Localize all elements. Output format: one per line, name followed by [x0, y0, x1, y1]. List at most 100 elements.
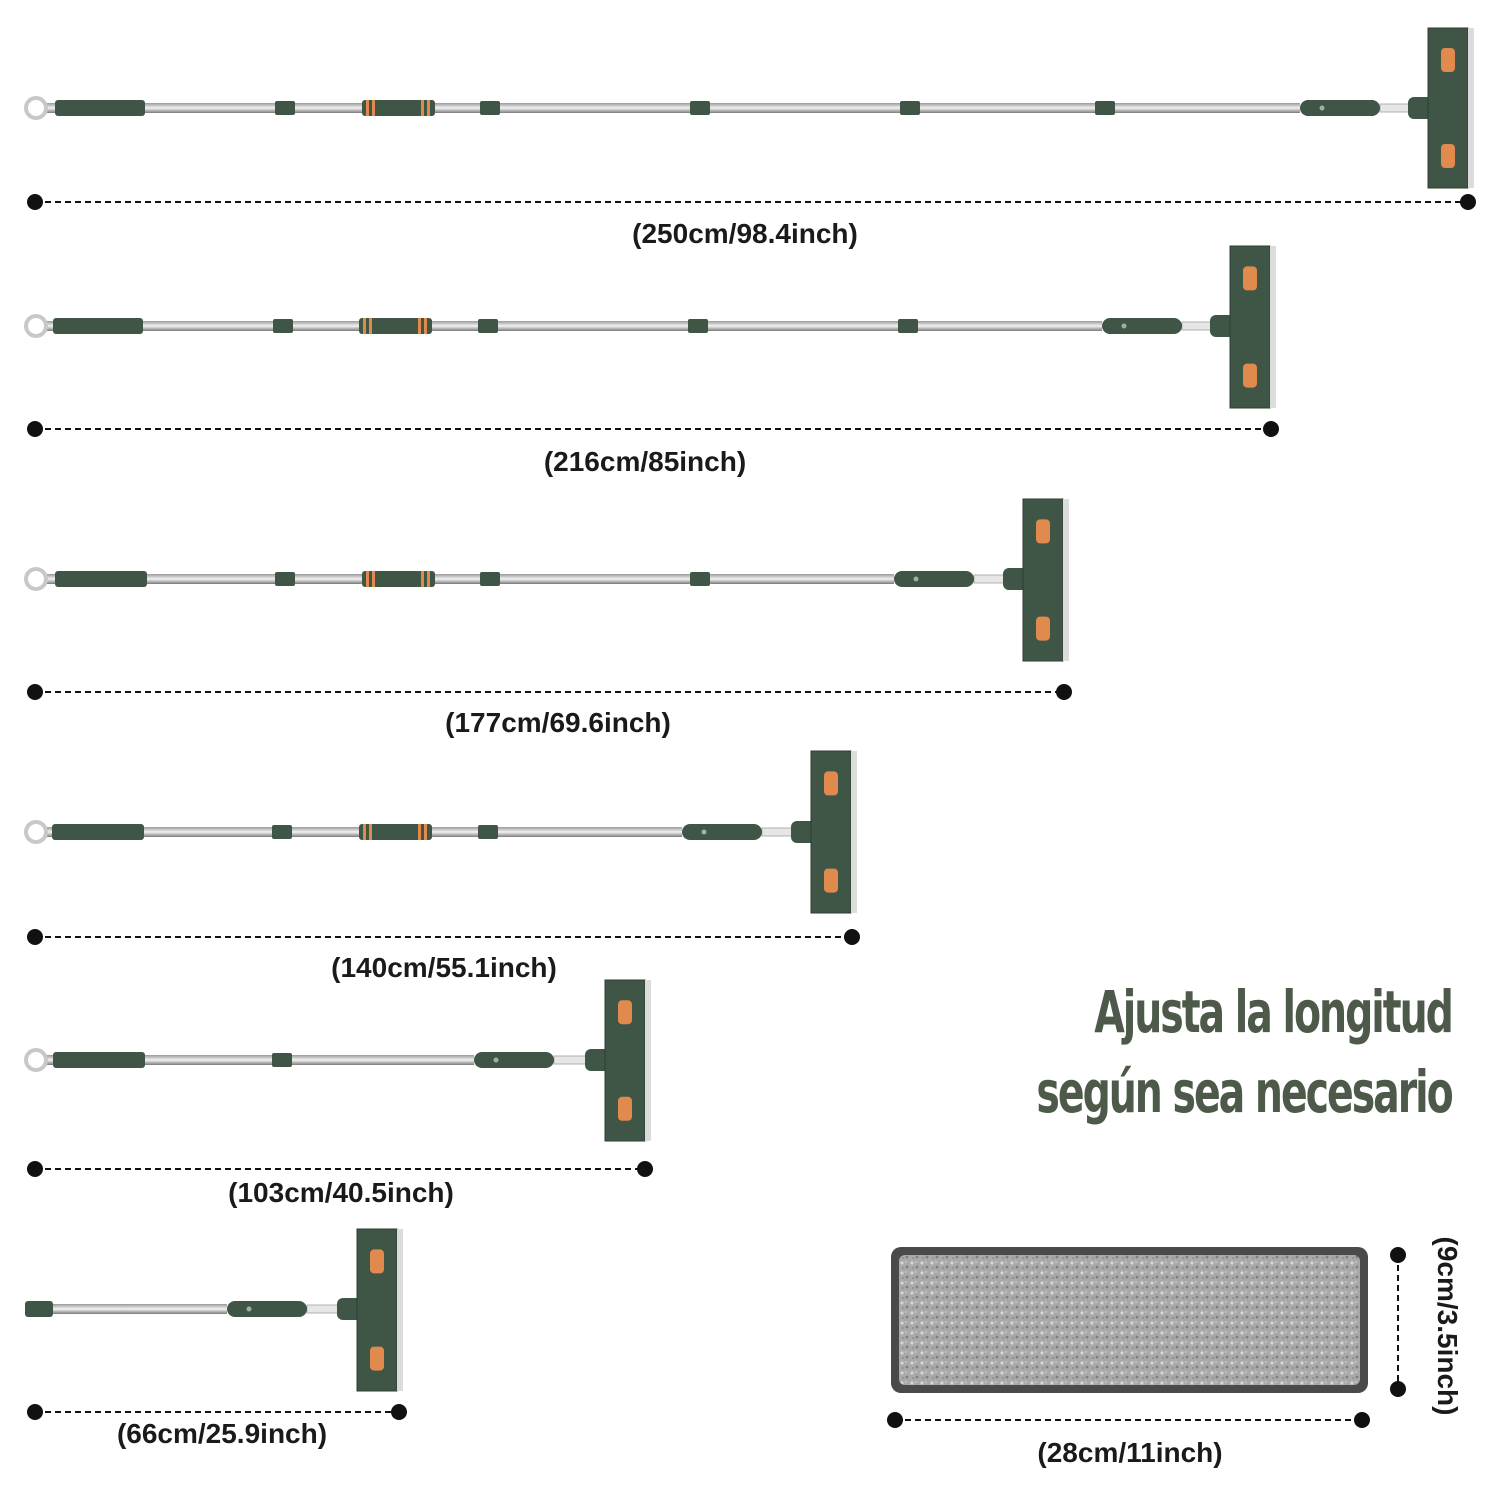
grip-dot — [1121, 323, 1127, 329]
grip-dot — [701, 829, 707, 835]
head-release-button — [618, 1096, 632, 1121]
head-release-button — [1243, 266, 1257, 291]
mop-neck — [1181, 321, 1213, 331]
mop-head-edge — [1468, 28, 1474, 188]
grip-sleeve — [53, 318, 143, 334]
extension-clip — [1095, 101, 1115, 115]
mop-pole — [46, 103, 1300, 113]
orange-band — [427, 100, 430, 116]
grip-dot — [493, 1057, 499, 1063]
lower-grip — [1300, 100, 1380, 116]
head-release-button — [1441, 48, 1455, 72]
grip-dot — [246, 1306, 252, 1312]
mop-head-edge — [645, 980, 651, 1141]
grip-sleeve — [359, 824, 432, 840]
head-release-button — [1036, 519, 1050, 544]
dim-endpoint — [1390, 1381, 1406, 1397]
orange-band — [421, 100, 424, 116]
tagline-line-1: Ajusta la longitud — [1094, 978, 1454, 1046]
dim-endpoint — [844, 929, 860, 945]
mop-5 — [24, 979, 651, 1142]
mop-neck — [553, 1055, 588, 1065]
grip-sleeve — [55, 571, 147, 587]
extension-clip — [690, 572, 710, 586]
grip-sleeve — [362, 571, 435, 587]
orange-band — [366, 100, 369, 116]
dim-endpoint — [27, 194, 43, 210]
orange-band — [369, 824, 372, 840]
pad-height-label: (9cm/3.5inch) — [1432, 1236, 1463, 1416]
mop-neck — [306, 1304, 340, 1314]
orange-band — [427, 571, 430, 587]
dimension-line-2 — [27, 421, 1279, 437]
grip-sleeve — [52, 824, 144, 840]
extension-clip — [900, 101, 920, 115]
length-label-4: (140cm/55.1inch) — [331, 952, 557, 983]
mop-6 — [25, 1228, 403, 1392]
head-release-button — [824, 868, 838, 893]
orange-band — [366, 571, 369, 587]
mop-2 — [24, 245, 1276, 409]
orange-band — [372, 100, 375, 116]
extension-clip — [688, 319, 708, 333]
head-release-button — [1243, 363, 1257, 388]
mop-head-edge — [397, 1229, 403, 1391]
dim-endpoint — [1354, 1412, 1370, 1428]
extension-clip — [898, 319, 918, 333]
extension-clip — [480, 101, 500, 115]
orange-band — [418, 824, 421, 840]
dim-endpoint — [1390, 1247, 1406, 1263]
orange-band — [369, 318, 372, 334]
extension-clip — [690, 101, 710, 115]
dim-endpoint — [27, 929, 43, 945]
dim-endpoint — [27, 421, 43, 437]
tagline-line-2: según sea necesario — [1036, 1058, 1454, 1126]
hang-ring — [24, 567, 48, 591]
orange-band — [363, 318, 366, 334]
dim-endpoint — [887, 1412, 903, 1428]
grip-sleeve — [359, 318, 432, 334]
pad-dimensions — [887, 1247, 1406, 1428]
dim-endpoint — [637, 1161, 653, 1177]
mop-neck — [761, 827, 794, 837]
head-release-button — [370, 1249, 384, 1274]
mop-pole — [25, 1304, 227, 1314]
length-label-5: (103cm/40.5inch) — [228, 1177, 454, 1208]
dimension-line-3 — [27, 684, 1072, 700]
orange-band — [363, 824, 366, 840]
lower-grip — [682, 824, 762, 840]
head-release-button — [1441, 144, 1455, 168]
hang-ring — [24, 1048, 48, 1072]
length-label-3: (177cm/69.6inch) — [445, 707, 671, 738]
grip-dot — [1319, 105, 1325, 111]
orange-band — [424, 824, 427, 840]
dim-endpoint — [27, 1404, 43, 1420]
extension-clip — [273, 319, 293, 333]
head-release-button — [1036, 616, 1050, 641]
dimension-line-5 — [27, 1161, 653, 1177]
extension-clip — [275, 101, 295, 115]
dim-endpoint — [27, 684, 43, 700]
grip-sleeve — [362, 100, 435, 116]
grip-dot — [913, 576, 919, 582]
orange-band — [372, 571, 375, 587]
grip-sleeve — [53, 1052, 145, 1068]
mop-head-edge — [1270, 246, 1276, 408]
mop-4 — [24, 750, 857, 914]
lower-grip — [227, 1301, 307, 1317]
hang-ring — [24, 314, 48, 338]
mop-head-edge — [851, 751, 857, 913]
orange-band — [421, 571, 424, 587]
extension-clip — [275, 572, 295, 586]
mop-pad — [899, 1255, 1360, 1385]
lower-grip — [474, 1052, 554, 1068]
dimension-line-6 — [27, 1404, 407, 1420]
hang-ring — [24, 820, 48, 844]
head-release-button — [824, 771, 838, 796]
lower-grip — [1102, 318, 1182, 334]
length-label-2: (216cm/85inch) — [543, 446, 747, 477]
extension-clip — [478, 319, 498, 333]
dim-endpoint — [1263, 421, 1279, 437]
mop-3 — [24, 498, 1069, 662]
